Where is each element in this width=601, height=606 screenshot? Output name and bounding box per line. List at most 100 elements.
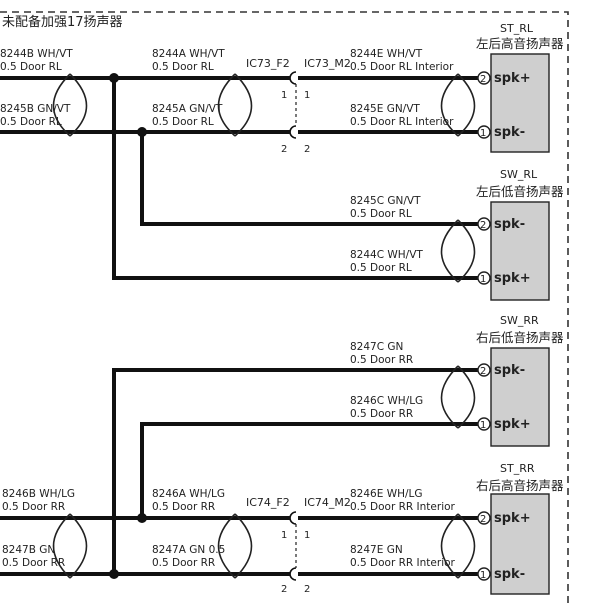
sw-rl-pin-2 bbox=[477, 217, 491, 231]
st-rr-terminal-top: spk+ bbox=[494, 511, 531, 526]
wire-8246B-spec: 0.5 Door RR bbox=[2, 501, 65, 513]
wire-8246E-id: 8246E WH/LG bbox=[350, 488, 423, 500]
speaker-st-rl-name: 左后高音扬声器 bbox=[476, 36, 564, 51]
sw-rr-pin-2 bbox=[477, 363, 491, 377]
ic74-pin-1-f: 1 bbox=[281, 530, 287, 541]
splice-8247 bbox=[109, 569, 119, 579]
wire-8247E-spec: 0.5 Door RR Interior bbox=[350, 557, 456, 569]
speaker-st-rr-name: 右后高音扬声器 bbox=[476, 478, 564, 493]
wire-8246E-spec: 0.5 Door RR Interior bbox=[350, 501, 456, 513]
speaker-sw-rl-code: SW_RL bbox=[500, 168, 538, 181]
st-rr-pin-1-num: 1 bbox=[480, 570, 486, 581]
wire-8246C bbox=[140, 422, 486, 520]
twist-pair-8244A-8245A bbox=[217, 73, 253, 137]
wire-8244E-id: 8244E WH/VT bbox=[350, 48, 423, 60]
wire-8244B-id: 8244B WH/VT bbox=[0, 48, 73, 60]
splice-8244 bbox=[109, 73, 119, 83]
wire-8245E-spec: 0.5 Door RL Interior bbox=[350, 116, 454, 128]
sw-rr-terminal-bottom: spk+ bbox=[494, 417, 531, 432]
wire-8245B-spec: 0.5 Door RL bbox=[0, 116, 62, 128]
st-rr-terminal-bottom: spk- bbox=[494, 567, 525, 582]
wire-8246A-id: 8246A WH/LG bbox=[152, 488, 225, 500]
st-rr-pin-2-num: 2 bbox=[480, 514, 486, 525]
sw-rl-pin-1 bbox=[477, 271, 491, 285]
wire-8247C bbox=[112, 368, 486, 576]
wire-8247A-spec: 0.5 Door RR bbox=[152, 557, 215, 569]
ic73-pin-2-m: 2 bbox=[304, 144, 310, 155]
sw-rl-pin-2-num: 2 bbox=[480, 220, 486, 231]
ic73-pin-1-f: 1 bbox=[281, 90, 287, 101]
connector-ic74-m2-label: IC74_M2 bbox=[304, 496, 351, 509]
ic73-pin-1-m: 1 bbox=[304, 90, 310, 101]
twist-pair-8244E-8245E bbox=[440, 73, 476, 137]
ic74-pin-1-m: 1 bbox=[304, 530, 310, 541]
splice-crossing-rr bbox=[111, 515, 117, 521]
sw-rr-pin-1 bbox=[477, 417, 491, 431]
splice-crossing bbox=[111, 129, 117, 135]
wire-8247B-id: 8247B GN bbox=[2, 544, 55, 556]
speaker-st-rl-code: ST_RL bbox=[500, 22, 534, 35]
speaker-sw-rr bbox=[490, 347, 550, 447]
wire-8245E-id: 8245E GN/VT bbox=[350, 103, 420, 115]
speaker-st-rr bbox=[490, 493, 550, 595]
splice-8246 bbox=[137, 513, 147, 523]
wire-8247B-spec: 0.5 Door RR bbox=[2, 557, 65, 569]
st-rl-pin-2-num: 2 bbox=[480, 74, 486, 85]
wire-8246B-id: 8246B WH/LG bbox=[2, 488, 75, 500]
twist-pair-8247C-8246C bbox=[440, 365, 476, 429]
speaker-st-rr-code: ST_RR bbox=[500, 462, 535, 475]
wire-8244A-id: 8244A WH/VT bbox=[152, 48, 225, 60]
harness-frame bbox=[0, 11, 569, 606]
sw-rl-terminal-bottom: spk+ bbox=[494, 271, 531, 286]
speaker-sw-rr-name: 右后低音扬声器 bbox=[476, 330, 564, 345]
twist-pair-8246A-8247A bbox=[217, 513, 253, 579]
sw-rr-terminal-top: spk- bbox=[494, 363, 525, 378]
sw-rl-pin-1-num: 1 bbox=[480, 274, 486, 285]
wire-8247A-id: 8247A GN 0.5 bbox=[152, 544, 225, 556]
connector-ic74-f2-label: IC74_F2 bbox=[246, 496, 290, 509]
speaker-sw-rl bbox=[490, 201, 550, 301]
twist-pair-8244B-8245B bbox=[52, 73, 88, 137]
wire-8244C bbox=[112, 76, 486, 280]
st-rl-terminal-bottom: spk- bbox=[494, 125, 525, 140]
diagram-title: 未配备加强17扬声器 bbox=[2, 14, 123, 30]
speaker-sw-rr-code: SW_RR bbox=[500, 314, 539, 327]
sw-rl-terminal-top: spk- bbox=[494, 217, 525, 232]
st-rl-pin-2 bbox=[477, 71, 491, 85]
wire-8246A-spec: 0.5 Door RR bbox=[152, 501, 215, 513]
sw-rr-pin-1-num: 1 bbox=[480, 420, 486, 431]
wire-8244A-spec: 0.5 Door RL bbox=[152, 61, 214, 73]
wire-8246C-spec: 0.5 Door RR bbox=[350, 408, 413, 420]
wire-8244B-spec: 0.5 Door RL bbox=[0, 61, 62, 73]
ic74-pin-2-m: 2 bbox=[304, 584, 310, 595]
st-rr-pin-2 bbox=[477, 511, 491, 525]
splice-8245 bbox=[137, 127, 147, 137]
connector-ic73-f2-label: IC73_F2 bbox=[246, 57, 290, 70]
st-rl-pin-1 bbox=[477, 125, 491, 139]
ic74-pin-2-f: 2 bbox=[281, 584, 287, 595]
twist-pair-8246B-8247B bbox=[52, 513, 88, 579]
wire-8247C-spec: 0.5 Door RR bbox=[350, 354, 413, 366]
twist-pair-8245C-8244C bbox=[440, 219, 476, 283]
wire-8245C-spec: 0.5 Door RL bbox=[350, 208, 412, 220]
st-rl-terminal-top: spk+ bbox=[494, 71, 531, 86]
wire-8244C-id: 8244C WH/VT bbox=[350, 249, 423, 261]
sw-rr-pin-2-num: 2 bbox=[480, 366, 486, 377]
wire-8247C-id: 8247C GN bbox=[350, 341, 403, 353]
st-rr-pin-1 bbox=[477, 567, 491, 581]
wire-8244E-spec: 0.5 Door RL Interior bbox=[350, 61, 454, 73]
connector-ic73 bbox=[289, 71, 297, 139]
connector-ic73-m2-label: IC73_M2 bbox=[304, 57, 351, 70]
wire-8245C-id: 8245C GN/VT bbox=[350, 195, 421, 207]
wire-8245A-spec: 0.5 Door RL bbox=[152, 116, 214, 128]
wire-8244C-spec: 0.5 Door RL bbox=[350, 262, 412, 274]
speaker-sw-rl-name: 左后低音扬声器 bbox=[476, 184, 564, 199]
wire-8245A-id: 8245A GN/VT bbox=[152, 103, 223, 115]
wire-8245B-id: 8245B GN/VT bbox=[0, 103, 71, 115]
twist-pair-8246E-8247E bbox=[440, 513, 476, 579]
st-rl-pin-1-num: 1 bbox=[480, 128, 486, 139]
wire-8245C bbox=[140, 130, 486, 226]
connector-ic74 bbox=[289, 511, 297, 581]
ic73-pin-2-f: 2 bbox=[281, 144, 287, 155]
